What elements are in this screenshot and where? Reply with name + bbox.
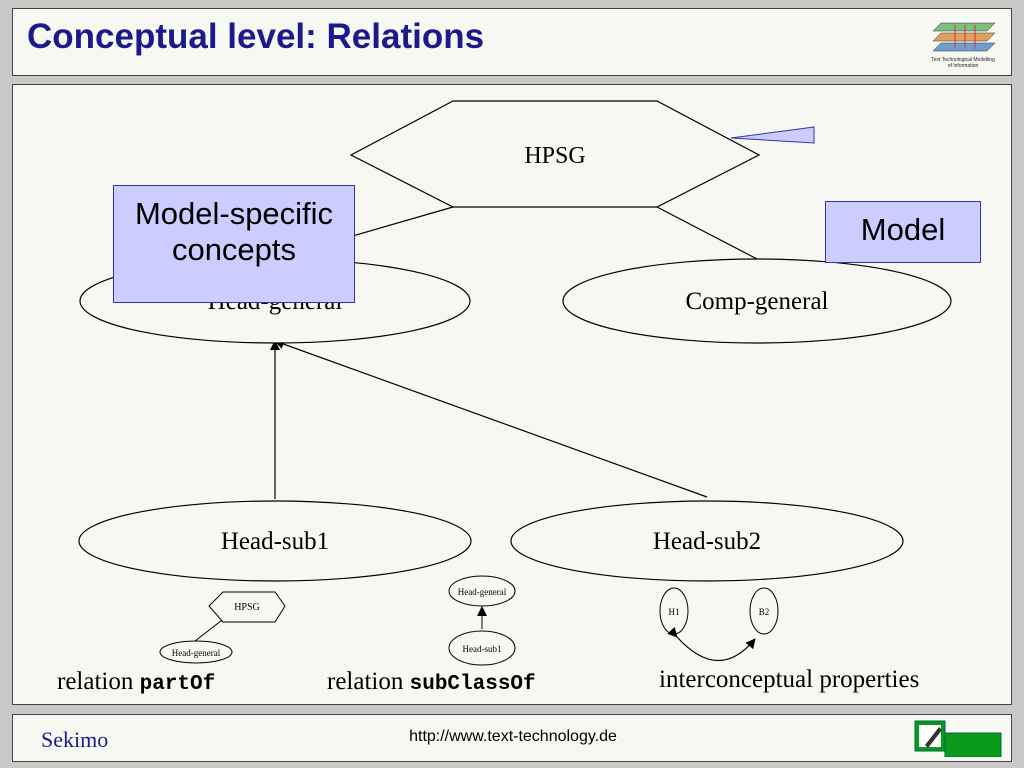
caption-subclassof-prefix: relation bbox=[327, 668, 404, 695]
page-title: Conceptual level: Relations bbox=[27, 17, 485, 56]
legend-subclass-head-general-node bbox=[448, 575, 516, 607]
footer-project-name: Sekimo bbox=[41, 727, 109, 752]
layers-logo-icon bbox=[933, 22, 995, 52]
caption-subclassof-code: subClassOf bbox=[409, 673, 536, 696]
subclass-edge-head-sub2 bbox=[274, 339, 708, 498]
footer-url[interactable]: http://www.text-technology.de bbox=[409, 728, 617, 745]
relations-diagram: HPSG Head-general Comp-general Head-sub1… bbox=[78, 100, 952, 666]
head-sub1-label: Head-sub1 bbox=[221, 528, 329, 555]
legend-subclass-head-sub1-label: Head-sub1 bbox=[463, 644, 502, 654]
model-specific-callout-line2: concepts bbox=[171, 232, 297, 267]
legend-subclass-head-sub1-node bbox=[448, 630, 516, 666]
model-specific-callout: Model-specific concepts bbox=[113, 185, 355, 303]
head-sub2-label: Head-sub2 bbox=[653, 528, 761, 555]
hpsg-node bbox=[349, 100, 761, 208]
legend-partof-head-general-label: Head-general bbox=[172, 648, 221, 658]
footer-panel: http://www.text-technology.de Sekimo bbox=[12, 714, 1012, 762]
caption-partof-code: partOf bbox=[139, 673, 216, 696]
model-callout-tail bbox=[730, 126, 815, 144]
comp-general-label: Comp-general bbox=[685, 288, 828, 315]
legend-partof-hpsg-node bbox=[208, 591, 286, 623]
legend-subclass-head-general-label: Head-general bbox=[458, 587, 507, 597]
caption-partof-prefix: relation bbox=[57, 668, 134, 695]
caption-interconceptual: interconceptual properties bbox=[659, 666, 920, 693]
legend-interconceptual-edge bbox=[667, 626, 756, 662]
legend-h1-label: H1 bbox=[669, 607, 680, 617]
legend-partof-hpsg-label: HPSG bbox=[234, 602, 260, 613]
comp-general-node bbox=[562, 258, 952, 344]
head-sub2-node bbox=[510, 500, 904, 582]
model-specific-callout-line1: Model-specific bbox=[134, 196, 334, 231]
partof-edge-comp-general bbox=[656, 206, 758, 260]
caption-partof: relation partOf bbox=[57, 668, 215, 696]
legend-b2-label: B2 bbox=[759, 607, 770, 617]
main-panel: HPSG Head-general Comp-general Head-sub1… bbox=[12, 84, 1012, 705]
pen-logo-icon bbox=[914, 720, 1002, 757]
hpsg-label: HPSG bbox=[524, 143, 585, 169]
head-sub1-node bbox=[78, 500, 472, 582]
legend-b2-node bbox=[749, 587, 779, 635]
caption-subclassof: relation subClassOf bbox=[327, 668, 536, 696]
model-callout: Model bbox=[825, 201, 981, 263]
legend-partof-head-general-node bbox=[159, 640, 233, 664]
header-panel: Conceptual level: Relations Text Technol… bbox=[12, 8, 1012, 76]
logo-caption: Text Technological Modelling of Informat… bbox=[931, 57, 995, 69]
